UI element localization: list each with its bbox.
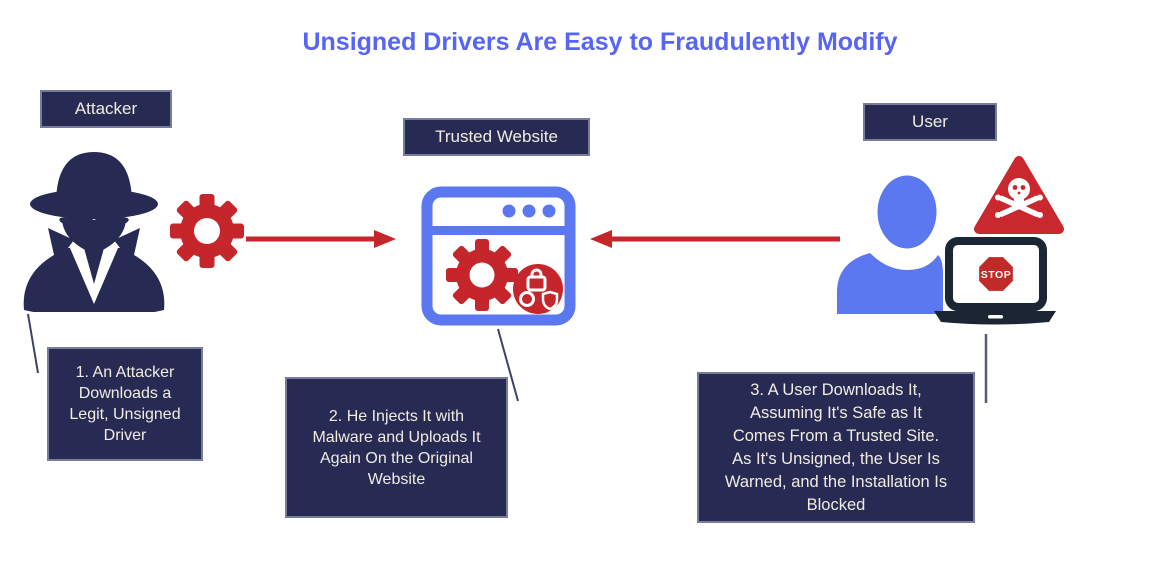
malware-badge-icon [513, 264, 563, 314]
step-box-1: 1. An Attacker Downloads a Legit, Unsign… [47, 347, 203, 461]
step-box-2: 2. He Injects It with Malware and Upload… [285, 377, 508, 518]
browser-dots-icon [502, 204, 556, 218]
person-icon [837, 175, 943, 314]
attacker-label: Attacker [74, 99, 138, 118]
spy-icon [23, 152, 165, 312]
step-box-3: 3. A User Downloads It, Assuming It's Sa… [697, 372, 975, 523]
connector-attacker-step1 [27, 313, 39, 374]
stop-sign-icon: STOP [977, 255, 1015, 293]
user-label: User [912, 112, 948, 131]
step-3-text: 3. A User Downloads It, Assuming It's Sa… [724, 380, 948, 514]
laptop-stop-icon: STOP [934, 237, 1056, 325]
user-label-box: User [863, 103, 997, 141]
connector-laptop-step3 [984, 334, 988, 403]
attacker-label-box: Attacker [40, 90, 172, 128]
website-label-box: Trusted Website [403, 118, 590, 156]
arrow-left-icon [590, 230, 840, 248]
page-title: Unsigned Drivers Are Easy to Fraudulentl… [302, 28, 898, 56]
browser-window-icon [421, 186, 576, 326]
arrow-right-icon [246, 230, 396, 248]
website-label: Trusted Website [435, 127, 558, 146]
step-1-text: 1. An Attacker Downloads a Legit, Unsign… [69, 364, 181, 444]
connector-website-step2 [497, 328, 519, 402]
gear-icon [170, 194, 244, 268]
stop-sign-label: STOP [981, 269, 1011, 281]
step-2-text: 2. He Injects It with Malware and Upload… [312, 407, 481, 488]
skull-warning-icon [974, 156, 1064, 234]
browser-gear-icon [446, 239, 518, 311]
